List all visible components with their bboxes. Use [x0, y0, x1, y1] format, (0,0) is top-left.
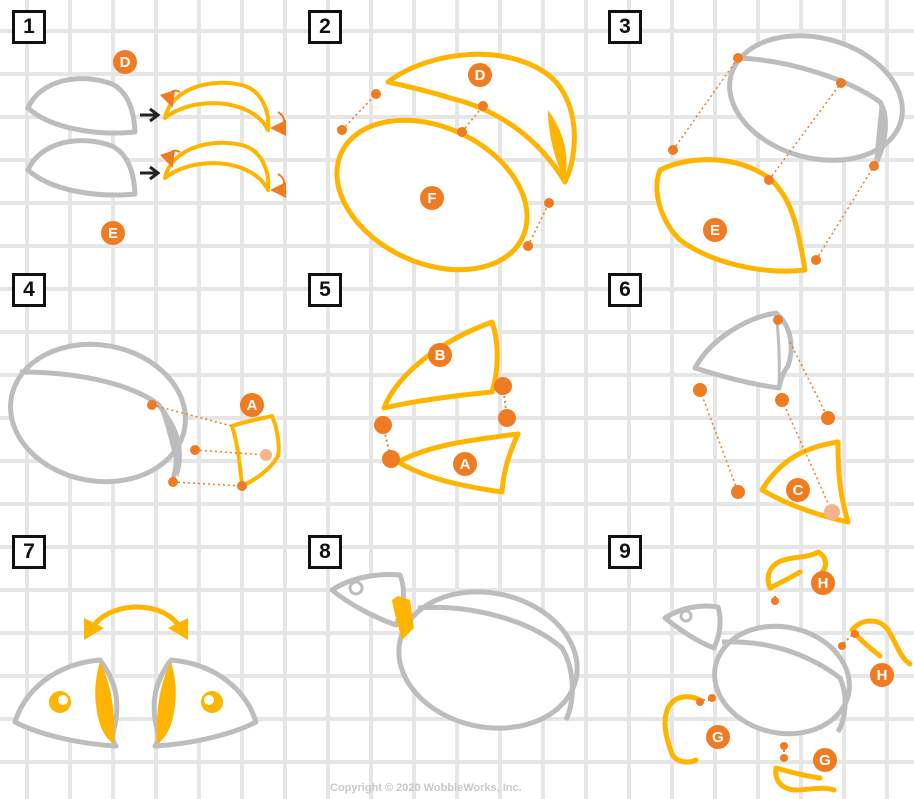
- piece-label-a: A: [247, 397, 258, 414]
- step-1-diagram: D E: [28, 50, 284, 245]
- piece-label-g: G: [712, 729, 724, 746]
- step-5-diagram: B A: [374, 322, 518, 492]
- step-6-diagram: C: [693, 313, 848, 522]
- step-4-diagram: A: [0, 331, 279, 495]
- piece-label-c: C: [793, 482, 804, 499]
- arrow-icon: [140, 167, 158, 179]
- piece-label-h: H: [818, 575, 829, 592]
- orange-leg-shape: [665, 697, 700, 762]
- piece-label-h: H: [877, 667, 888, 684]
- step-3-diagram: E: [657, 17, 914, 271]
- piece-label-e: E: [108, 225, 118, 242]
- piece-label-e: E: [710, 222, 720, 239]
- orange-beak-shape: [232, 416, 279, 486]
- rotate-arrow-icon: [278, 174, 284, 190]
- gray-leaf-shape: [28, 141, 135, 195]
- gray-body-shape: [704, 614, 859, 746]
- step-2-diagram: D F: [313, 54, 575, 299]
- piece-label-b: B: [435, 347, 446, 364]
- gray-body-shape: [386, 576, 590, 744]
- piece-label-g: G: [819, 752, 831, 769]
- orange-lens-shape: [657, 160, 805, 271]
- orange-crescent-shape: [165, 143, 268, 190]
- orange-leg-shape: [852, 621, 910, 664]
- step-7-diagram: [15, 607, 256, 746]
- step-8-diagram: [332, 575, 590, 745]
- piece-label-a: A: [460, 456, 471, 473]
- copyright-text: Copyright © 2020 WobbleWorks, Inc.: [330, 782, 522, 794]
- gray-leaf-shape: [28, 79, 135, 133]
- gray-body-shape: [715, 17, 914, 178]
- gray-head-shape: [665, 606, 720, 648]
- rotate-arrow-icon: [278, 112, 284, 128]
- arrow-icon: [140, 109, 158, 121]
- orange-crescent-shape: [165, 83, 268, 130]
- double-arrow-icon: [92, 607, 180, 628]
- piece-label-d: D: [475, 67, 486, 84]
- piece-label-f: F: [427, 190, 436, 207]
- step-9-diagram: H H G G: [665, 552, 910, 790]
- piece-label-d: D: [120, 54, 131, 71]
